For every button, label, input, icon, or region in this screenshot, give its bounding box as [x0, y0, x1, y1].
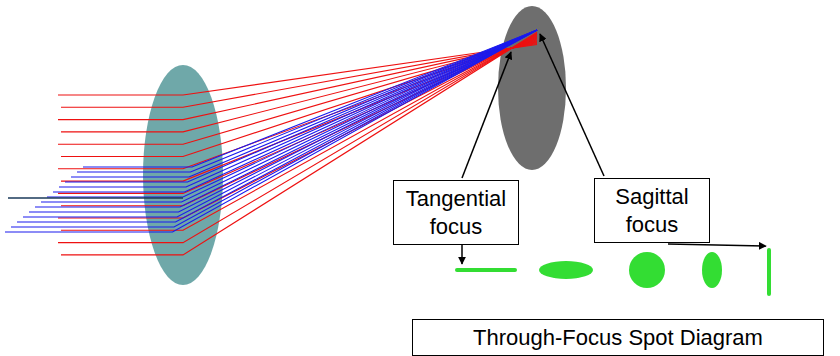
sagittal-ray — [71, 30, 537, 177]
spot-ellipse-horizontal — [539, 261, 593, 279]
optical-axis — [8, 197, 183, 198]
leader-line — [462, 52, 511, 178]
leader-line — [668, 244, 766, 246]
callout-label: Through-Focus Spot Diagram — [421, 324, 815, 352]
spot-diagram — [455, 248, 771, 296]
lens — [143, 65, 223, 285]
sagittal-ray — [83, 30, 537, 167]
sagittal-ray — [77, 30, 537, 172]
ray-bundle — [5, 30, 537, 255]
spot-ellipse-vertical — [702, 252, 722, 288]
leader-line — [461, 244, 463, 264]
callout-label: Tangential focus — [402, 185, 510, 240]
spot-line-horizontal — [455, 268, 517, 272]
leader-line — [540, 34, 604, 176]
tangential-ray — [58, 43, 537, 120]
image-plane — [498, 6, 566, 170]
sagittal-ray — [65, 30, 537, 182]
callout-label: Sagittal focus — [603, 183, 701, 238]
sagittal-ray — [41, 30, 537, 202]
spot-line-vertical — [767, 248, 771, 296]
sagittal-ray — [47, 30, 537, 197]
callout-box: Tangential focus — [393, 180, 519, 245]
sagittal-ray — [53, 30, 537, 192]
caption-box: Through-Focus Spot Diagram — [412, 319, 824, 356]
sagittal-ray — [59, 30, 537, 187]
spot-circle — [629, 252, 665, 288]
callout-box: Sagittal focus — [594, 178, 710, 243]
